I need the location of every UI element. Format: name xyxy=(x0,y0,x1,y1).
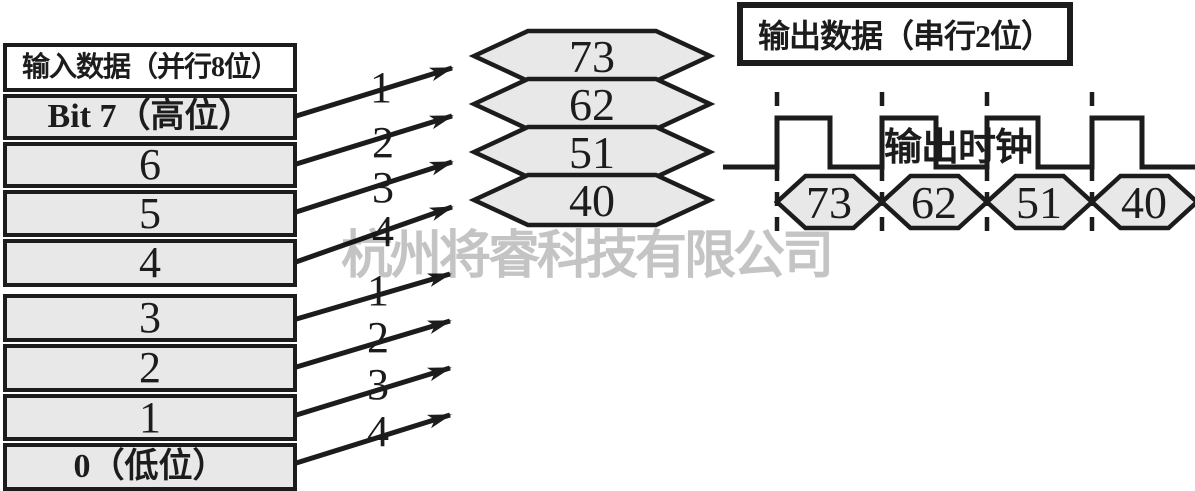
input-row-bit5-label: 5 xyxy=(139,188,161,238)
arrow-upper-4 xyxy=(292,204,454,266)
upper-arrow-label-4: 4 xyxy=(372,207,394,256)
input-row-bit3-label: 3 xyxy=(139,293,161,342)
input-row-bit4: 4 xyxy=(3,239,297,287)
serial-hexagon-value-3: 51 xyxy=(1016,177,1062,228)
parallel-hexagon-value-4: 40 xyxy=(569,175,615,226)
input-row-bit2: 2 xyxy=(3,344,297,392)
serial-hexagon-value-4: 40 xyxy=(1121,177,1167,228)
lower-arrow-label-1: 1 xyxy=(367,266,389,315)
parallel-hexagon-value-3: 51 xyxy=(569,127,615,178)
upper-arrow-label-1: 1 xyxy=(370,63,392,112)
input-table-header: 输入数据（并行8位） xyxy=(3,43,297,92)
parallel-hexagon-value-2: 62 xyxy=(569,79,615,130)
upper-arrow-label-3: 3 xyxy=(372,163,394,212)
upper-arrow-label-2: 2 xyxy=(372,118,394,167)
input-row-bit6-label: 6 xyxy=(139,140,161,189)
arrow-upper-3 xyxy=(292,159,454,216)
input-row-bit1-label: 1 xyxy=(139,392,161,442)
input-table-header-label: 输入数据（并行8位） xyxy=(21,51,279,83)
input-row-bit4-label: 4 xyxy=(139,238,161,287)
output-data-box: 输出数据（串行2位） xyxy=(737,2,1073,66)
clock-waveform xyxy=(723,115,1195,170)
serial-hexagon-shape-4 xyxy=(1088,173,1195,231)
lower-arrow-label-4: 4 xyxy=(367,407,389,456)
parallel-hexagon-shape-4 xyxy=(468,172,716,228)
input-row-bit0-label: 0（低位） xyxy=(73,448,227,485)
arrow-lower-4 xyxy=(292,412,452,467)
input-row-bit0: 0（低位） xyxy=(3,443,297,491)
output-clock-label: 输出时钟 xyxy=(884,127,1033,169)
serial-hexagon-value-1: 73 xyxy=(806,177,852,228)
arrow-lower-1 xyxy=(292,271,452,323)
serial-hexagon-value-2: 62 xyxy=(911,177,957,228)
arrow-lower-2 xyxy=(292,318,452,371)
arrow-upper-2 xyxy=(292,113,454,168)
lower-arrow-label-2: 2 xyxy=(367,313,389,362)
arrow-upper-1 xyxy=(292,65,454,120)
lower-arrow-label-3: 3 xyxy=(367,360,389,409)
input-row-bit7-label: Bit 7（高位） xyxy=(47,98,253,135)
arrow-lower-3 xyxy=(292,365,452,419)
input-row-bit7: Bit 7（高位） xyxy=(3,94,297,140)
input-row-bit3: 3 xyxy=(3,294,297,342)
input-row-bit5: 5 xyxy=(3,190,297,237)
parallel-hexagon-value-1: 73 xyxy=(569,31,615,82)
input-row-bit2-label: 2 xyxy=(139,343,161,392)
output-data-box-label: 输出数据（串行2位） xyxy=(757,18,1053,54)
input-row-bit1: 1 xyxy=(3,394,297,441)
company-watermark: 杭州将睿科技有限公司 xyxy=(341,228,834,285)
input-row-bit6: 6 xyxy=(3,142,297,188)
